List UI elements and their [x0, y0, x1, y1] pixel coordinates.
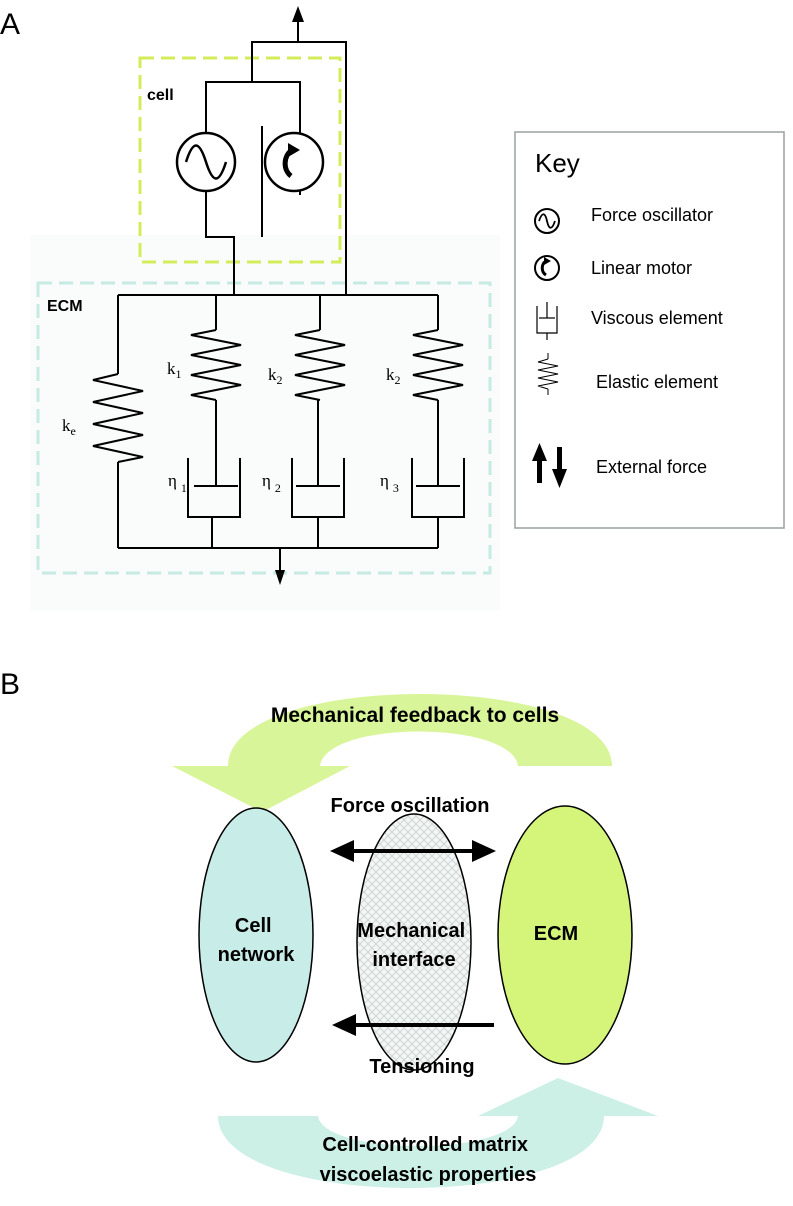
ecm-ellipse — [497, 805, 633, 1065]
ecm-circuit — [92, 294, 465, 570]
ecm-ellipse-label: ECM — [534, 923, 578, 945]
key-elastic-element-icon — [537, 353, 559, 395]
ecm-label: ECM — [47, 298, 83, 315]
tensioning-arrow — [332, 1014, 494, 1036]
panel-b-label: B — [0, 668, 20, 701]
bottom-force-arrowhead — [275, 570, 285, 585]
spring-k2-label: k2 — [268, 365, 283, 387]
panel-a-label: A — [0, 8, 20, 41]
ecm-box — [36, 281, 492, 575]
key-linear-motor-icon — [534, 255, 560, 281]
tensioning-label: Tensioning — [369, 1056, 474, 1078]
key-force-oscillator-label: Force oscillator — [591, 205, 713, 225]
key-elastic-element-label: Elastic element — [596, 372, 718, 392]
key-linear-motor-label: Linear motor — [591, 258, 692, 278]
mechanical-interface-ellipse — [356, 813, 472, 1071]
key-viscous-element-label: Viscous element — [591, 308, 723, 328]
cell-label: cell — [147, 87, 174, 104]
force-oscillation-label: Force oscillation — [331, 795, 490, 817]
linear-motor-icon — [263, 131, 325, 193]
mechanical-feedback-arrow — [172, 694, 612, 812]
spring-ke-label: ke — [62, 416, 76, 438]
key-force-oscillator-icon — [534, 208, 560, 234]
force-oscillation-arrow — [330, 840, 496, 862]
key-title: Key — [535, 148, 580, 178]
spring-k1-label: k1 — [167, 359, 182, 381]
key-external-force-label: External force — [596, 457, 707, 477]
key-legend: Key Force oscillator Linear motor Viscou… — [514, 131, 785, 529]
force-oscillator-icon — [175, 131, 237, 193]
key-viscous-element-icon — [536, 302, 558, 340]
key-external-force-icon — [532, 443, 567, 488]
spring-k2b-label: k2 — [386, 365, 401, 387]
cell-network-label: Cell network — [218, 915, 296, 966]
mechanical-interface-label: Mechanical interface — [357, 920, 470, 971]
cell-box — [138, 56, 342, 264]
cell-controlled-matrix-arrow — [218, 1078, 658, 1188]
cell-network-ellipse — [198, 807, 314, 1063]
mechanical-feedback-text: Mechanical feedback to cells — [271, 704, 559, 727]
cell-controlled-matrix-text: Cell-controlled matrix viscoelastic prop… — [320, 1134, 537, 1186]
